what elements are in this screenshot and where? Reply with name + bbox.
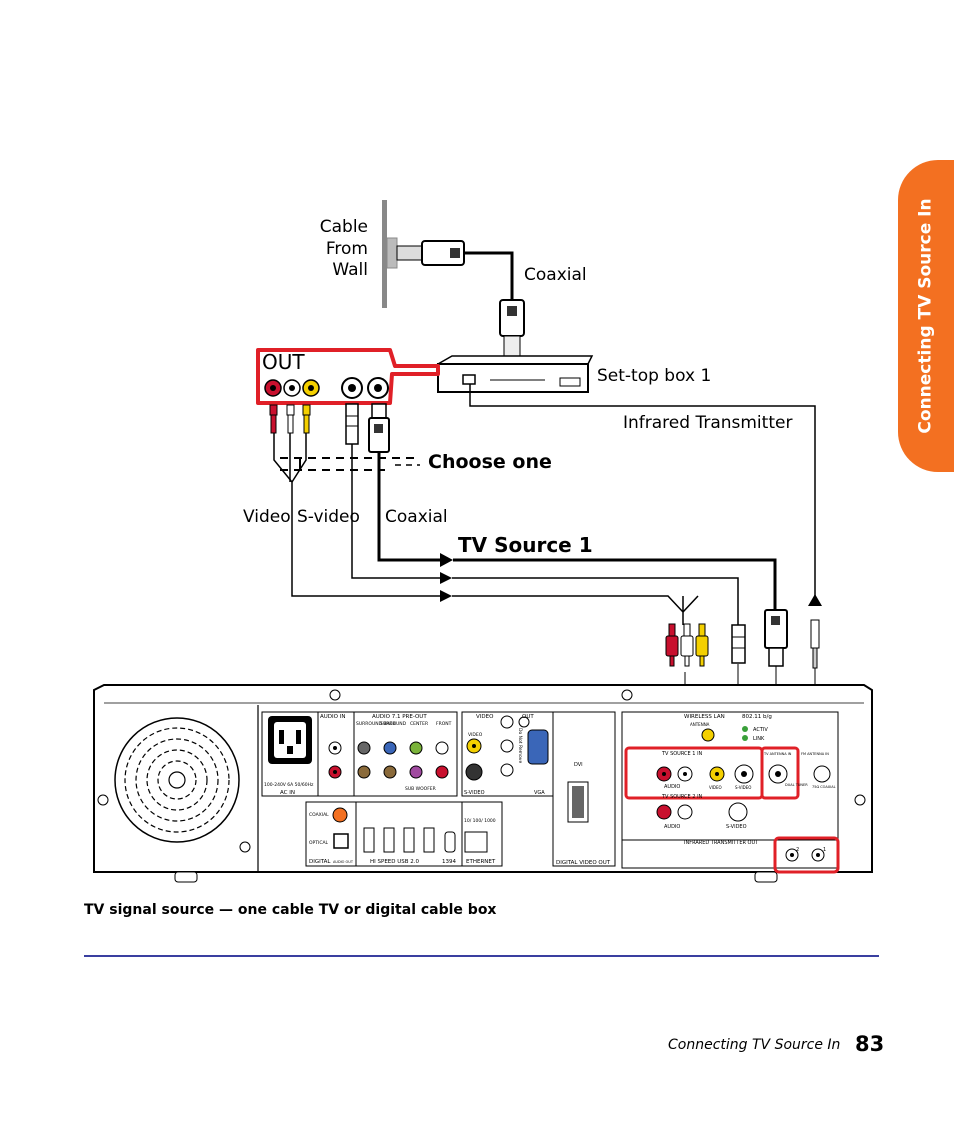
ethernet-port: [464, 831, 488, 853]
rp-surround-back: SURROUND BACK: [356, 721, 397, 727]
ir-cable: [469, 384, 816, 596]
label-cable: Cable: [319, 217, 368, 237]
rp-1394: 1394: [442, 859, 456, 865]
rp-svideo-2: S-VIDEO: [726, 824, 747, 830]
rp-digital: DIGITAL: [309, 859, 331, 865]
rp-ir-1: 1: [823, 847, 826, 853]
pc-rear-panel: [93, 684, 873, 883]
section-tab: [898, 160, 954, 472]
tv-antenna-highlight: [760, 746, 800, 800]
rp-fm-antenna: FM ANTENNA IN: [801, 752, 829, 756]
svideo-plug-top: [345, 403, 359, 445]
rp-sub-woofer: SUB WOOFER: [405, 786, 436, 792]
wall-outlet: [386, 237, 398, 269]
label-s-video: S-video: [297, 507, 360, 527]
rp-tv-antenna: TV ANTENNA IN: [763, 752, 792, 756]
rp-video-1: VIDEO: [709, 785, 722, 790]
wall-coax-plug: [396, 245, 423, 261]
rp-center: CENTER: [410, 721, 428, 727]
label-choose-one: Choose one: [428, 451, 552, 473]
rp-audio-2: AUDIO: [664, 824, 680, 830]
label-infrared-transmitter: Infrared Transmitter: [623, 413, 793, 433]
rp-ir-2: 2: [796, 847, 799, 853]
rp-dvi-note: Do Not Remove: [517, 728, 523, 763]
footer-section-title: Connecting TV Source In: [668, 1037, 841, 1053]
rp-dual-tuner: DUAL TUNER: [785, 783, 808, 787]
coax-cable-top: [464, 251, 514, 300]
rp-wifi: 802.11 b/g: [742, 714, 772, 720]
rp-audio-71: AUDIO 7.1 PRE-OUT: [372, 714, 427, 720]
coax-plug-top: [368, 417, 390, 453]
svideo-plug-bottom: [731, 624, 746, 664]
figure-caption: TV signal source — one cable TV or digit…: [84, 902, 497, 918]
rp-ac-spec: 100-240V 6A 50/60Hz: [264, 782, 314, 788]
label-from: From: [325, 239, 368, 259]
rear-panel-labels: AUDIO IN AUDIO 7.1 PRE-OUT SURROUND BACK…: [264, 714, 836, 866]
rp-audio-1: AUDIO: [664, 784, 680, 790]
rp-antenna: ANTENNA: [690, 722, 710, 727]
rp-wlan: WIRELESS LAN: [684, 714, 725, 720]
rp-ethernet: ETHERNET: [466, 859, 496, 865]
rp-dvo: DIGITAL VIDEO OUT: [556, 860, 611, 866]
rp-coaxial-75: 75Ω COAXIAL: [812, 785, 836, 789]
label-tv-source-1: TV Source 1: [458, 533, 593, 557]
label-set-top-box: Set-top box 1: [597, 366, 712, 386]
rp-audio-in: AUDIO IN: [320, 714, 345, 720]
rp-link: LINK: [753, 736, 765, 742]
rp-dvi: DVI: [574, 762, 583, 768]
divider-rule: [84, 955, 879, 957]
choose-one-bracket: [280, 457, 420, 471]
rp-ir-out: INFRARED TRANSMITTER OUT: [684, 840, 759, 846]
label-video: Video: [243, 507, 291, 527]
rp-activ: ACTIV: [753, 727, 768, 733]
svideo-cable: [351, 444, 440, 579]
out-highlight: [256, 348, 440, 405]
label-coaxial-bottom: Coaxial: [385, 507, 448, 527]
ir-plug: [810, 619, 820, 649]
rp-eth-speed: 10/ 100/ 1000: [464, 818, 496, 824]
rp-audio-out: AUDIO OUT: [333, 860, 354, 864]
rp-video-port: VIDEO: [468, 732, 483, 738]
coax-cable: [377, 452, 440, 562]
label-wall: Wall: [332, 260, 368, 280]
rp-ac-in: AC IN: [280, 790, 295, 796]
rca-plugs-bottom: [665, 623, 709, 667]
rp-front: FRONT: [436, 721, 452, 727]
rp-coaxial: COAXIAL: [309, 812, 329, 818]
rp-tv2: TV SOURCE 2 IN: [661, 794, 703, 800]
rca-plugs-top: [269, 404, 311, 434]
rp-optical: OPTICAL: [309, 840, 329, 846]
rp-svideo-1: S-VIDEO: [735, 785, 751, 790]
wall: [382, 200, 387, 308]
coax-plug-bottom: [764, 609, 788, 649]
label-coaxial-top: Coaxial: [524, 265, 587, 285]
ir-out-highlight: [773, 836, 840, 874]
rp-s-video: S-VIDEO: [464, 790, 485, 796]
rp-usb: HI SPEED USB 2.0: [370, 859, 420, 865]
set-top-box-ir-window: [462, 374, 476, 385]
label-out: OUT: [262, 350, 305, 374]
box-coax-connector: [499, 299, 525, 337]
rp-tv1: TV SOURCE 1 IN: [661, 751, 703, 757]
fan-grill: [114, 717, 240, 843]
rp-out: OUT: [522, 714, 534, 720]
vga-port: [527, 729, 549, 765]
rp-video: VIDEO: [476, 714, 494, 720]
rp-surround: SURROUND: [380, 721, 407, 727]
rp-vga: VGA: [534, 790, 545, 796]
page-number: 83: [855, 1032, 885, 1056]
